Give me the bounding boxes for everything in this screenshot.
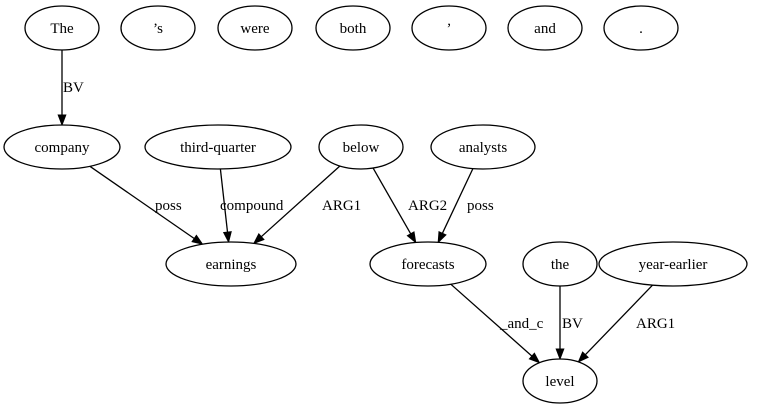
arrowhead bbox=[577, 351, 589, 363]
edge-label: poss bbox=[467, 198, 494, 214]
arrowhead bbox=[57, 114, 67, 127]
edge-label: ARG1 bbox=[636, 316, 675, 332]
arrowhead bbox=[555, 348, 565, 361]
nodes-layer: The ’s were both ’ and. company third-quarter be… bbox=[3, 5, 748, 404]
node-were: were bbox=[217, 5, 293, 51]
arrowhead bbox=[437, 230, 447, 244]
edge-line bbox=[372, 167, 412, 235]
arrowhead bbox=[406, 231, 417, 244]
node-analysts: analysts bbox=[430, 124, 536, 170]
node-label: and bbox=[534, 21, 556, 37]
edge-year-earlier-to-level: ARG1 bbox=[577, 284, 675, 363]
edge-below-to-earnings: ARG1 bbox=[252, 165, 361, 245]
node-ellipse bbox=[217, 5, 293, 51]
edge-label: BV bbox=[562, 316, 583, 332]
node-label: earnings bbox=[206, 257, 257, 273]
node-forecasts: forecasts bbox=[369, 241, 487, 287]
edge-company-to-earnings: poss bbox=[89, 165, 204, 245]
node-ellipse bbox=[315, 5, 391, 51]
node-s: ’s bbox=[120, 5, 196, 51]
node-label: ’ bbox=[447, 21, 452, 37]
edge-third-quarter-to-earnings: compound bbox=[219, 168, 284, 244]
edge-line bbox=[260, 165, 341, 238]
node-label: ’s bbox=[153, 21, 163, 37]
node-label: third-quarter bbox=[180, 140, 256, 156]
edge-the-to-level: BV bbox=[555, 286, 583, 361]
node-below: below bbox=[318, 124, 404, 170]
node-level: level bbox=[522, 358, 598, 404]
node-label: . bbox=[639, 21, 643, 37]
node-third-quarter: third-quarter bbox=[144, 124, 292, 170]
node-label: level bbox=[545, 374, 574, 390]
node-label: both bbox=[340, 21, 367, 37]
node-ellipse bbox=[144, 124, 292, 170]
node-ellipse bbox=[24, 5, 100, 51]
edge-analysts-to-forecasts: poss bbox=[437, 168, 494, 244]
node-ellipse bbox=[430, 124, 536, 170]
node-label: company bbox=[35, 140, 90, 156]
edge-label: BV bbox=[63, 80, 84, 96]
node-label: year-earlier bbox=[639, 257, 708, 273]
edge-line bbox=[441, 168, 474, 234]
edge-label: poss bbox=[155, 198, 182, 214]
node-the: the bbox=[522, 241, 598, 287]
node-ellipse bbox=[522, 241, 598, 287]
node-ellipse bbox=[603, 5, 679, 51]
edge-label: _and_c bbox=[499, 316, 544, 332]
node-period: . bbox=[603, 5, 679, 51]
node-earnings: earnings bbox=[165, 241, 297, 287]
node-label: below bbox=[343, 140, 380, 156]
node-ellipse bbox=[522, 358, 598, 404]
node-both: both bbox=[315, 5, 391, 51]
edge-the-to-company: BV bbox=[57, 50, 84, 127]
edge-label: ARG1 bbox=[322, 198, 361, 214]
edge-forecasts-to-level: _and_c bbox=[450, 283, 544, 364]
node-ellipse bbox=[318, 124, 404, 170]
node-apos: ’ bbox=[411, 5, 487, 51]
node-label: the bbox=[551, 257, 570, 273]
edge-label: compound bbox=[220, 198, 284, 214]
edge-line bbox=[219, 168, 229, 233]
node-ellipse bbox=[507, 5, 583, 51]
node-ellipse bbox=[120, 5, 196, 51]
node-ellipse bbox=[411, 5, 487, 51]
arrowhead bbox=[222, 231, 232, 244]
edge-line bbox=[89, 165, 195, 240]
node-year-earlier: year-earlier bbox=[598, 241, 748, 287]
node-ellipse bbox=[3, 124, 121, 170]
edge-line bbox=[584, 284, 654, 356]
node-label: The bbox=[50, 21, 74, 37]
edge-line bbox=[450, 283, 533, 357]
edge-label: ARG2 bbox=[408, 198, 447, 214]
node-label: forecasts bbox=[401, 257, 454, 273]
node-and: and bbox=[507, 5, 583, 51]
node-label: analysts bbox=[459, 140, 507, 156]
arrowhead bbox=[252, 233, 265, 245]
node-company: company bbox=[3, 124, 121, 170]
arrowhead bbox=[528, 352, 541, 364]
node-label: were bbox=[240, 21, 269, 37]
arrowhead bbox=[191, 234, 204, 245]
node-ellipse bbox=[598, 241, 748, 287]
edge-below-to-forecasts: ARG2 bbox=[372, 167, 447, 244]
node-ellipse bbox=[165, 241, 297, 287]
node-ellipse bbox=[369, 241, 487, 287]
node-the: The bbox=[24, 5, 100, 51]
